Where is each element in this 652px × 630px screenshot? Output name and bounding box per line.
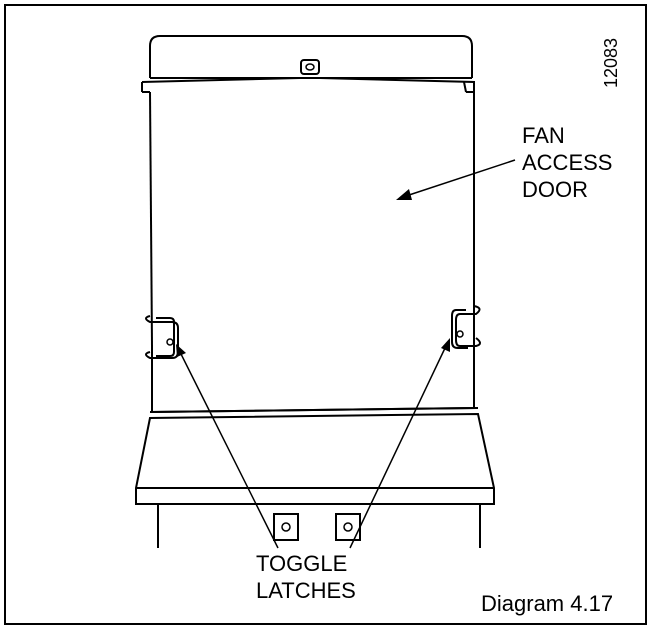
toggle-latches-label: TOGGLE LATCHES: [256, 550, 356, 604]
right-latch-arrow: [349, 338, 450, 549]
base-shelf: [135, 407, 495, 548]
right-toggle-latch: [451, 305, 481, 349]
toggle-label-line-2: LATCHES: [256, 578, 356, 603]
diagram-caption: Diagram 4.17: [481, 591, 614, 616]
outer-border: [4, 4, 647, 625]
fan-access-door-label: FAN ACCESS DOOR: [522, 122, 612, 203]
fan-label-line-1: FAN: [522, 123, 565, 148]
fan-access-door: [141, 77, 475, 414]
left-toggle-latch: [145, 315, 179, 359]
fan-door-arrow: [396, 159, 516, 200]
drawing-number: 12083: [601, 37, 621, 88]
back-panel: [149, 35, 473, 78]
toggle-label-line-1: TOGGLE: [256, 551, 348, 576]
left-latch-arrow: [176, 344, 279, 549]
top-nut: [300, 59, 320, 75]
fan-label-line-3: DOOR: [522, 177, 588, 202]
fan-label-line-2: ACCESS: [522, 150, 613, 175]
left-bottom-bracket: [273, 513, 299, 541]
